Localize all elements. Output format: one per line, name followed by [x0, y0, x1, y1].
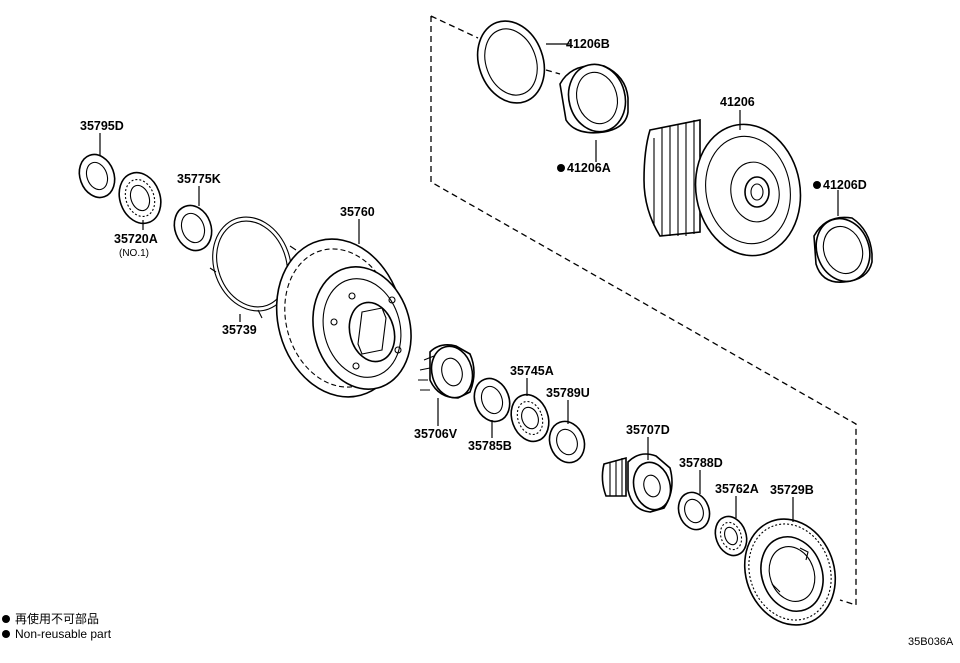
washer-35788D[interactable]	[673, 488, 714, 534]
label-41206: 41206	[720, 95, 755, 109]
bearing-35762A[interactable]	[710, 512, 752, 560]
assembly-boundary-dashed	[430, 15, 857, 606]
legend-text-en: Non-reusable part	[15, 627, 112, 641]
label-35775K: 35775K	[177, 172, 221, 186]
leader-lines	[99, 43, 839, 522]
label-35788D: 35788D	[679, 456, 723, 470]
label-35706V: 35706V	[414, 427, 458, 441]
washer-35785B[interactable]	[469, 374, 516, 427]
label-35745A: 35745A	[510, 364, 554, 378]
gear-35707D[interactable]	[601, 453, 675, 514]
label-35707D: 35707D	[626, 423, 670, 437]
label-35785B: 35785B	[468, 439, 512, 453]
label-35739: 35739	[222, 323, 257, 337]
washer-35795D[interactable]	[74, 150, 121, 203]
label-35795D: 35795D	[80, 119, 124, 133]
label-35720A: 35720A	[114, 232, 158, 246]
race-41206A[interactable]	[559, 58, 633, 138]
legend: 再使用不可部品 Non-reusable part	[2, 611, 112, 641]
label-41206D: 41206D	[823, 178, 867, 192]
label-35762A: 35762A	[715, 482, 759, 496]
label-35789U: 35789U	[546, 386, 590, 400]
gear-35706V[interactable]	[418, 342, 478, 403]
legend-text-jp: 再使用不可部品	[15, 611, 99, 626]
washer-35789U[interactable]	[544, 416, 590, 467]
label-41206B: 41206B	[566, 37, 610, 51]
label-41206A: 41206A	[567, 161, 611, 175]
washer-35775K[interactable]	[168, 200, 218, 256]
gear-shaft-41206[interactable]	[643, 116, 811, 264]
snap-ring-35739[interactable]	[200, 206, 304, 322]
ring-41206B[interactable]	[467, 12, 556, 113]
label-35729B: 35729B	[770, 483, 814, 497]
race-41206D[interactable]	[808, 211, 879, 289]
legend-dot-jp	[2, 615, 10, 623]
bearing-35720A[interactable]	[112, 167, 167, 230]
label-35760: 35760	[340, 205, 375, 219]
bearing-35745A[interactable]	[505, 389, 555, 446]
legend-dot-en	[2, 630, 10, 638]
diagram-reference-code: 35B036A	[908, 636, 954, 648]
carrier-gear-35760[interactable]	[259, 225, 424, 412]
non-reusable-dot-41206A	[557, 164, 565, 172]
label-35720A-note: (NO.1)	[119, 248, 149, 259]
non-reusable-dot-41206D	[813, 181, 821, 189]
ring-gear-35729B[interactable]	[730, 506, 850, 638]
